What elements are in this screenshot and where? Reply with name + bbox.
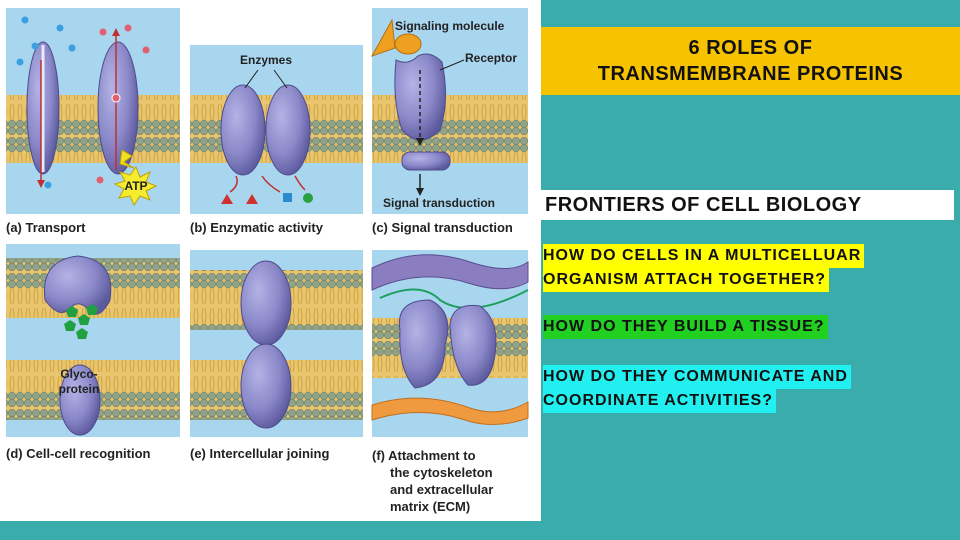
ion-icon xyxy=(96,176,104,184)
lightning-icon xyxy=(119,149,135,169)
solute-icon xyxy=(21,16,29,24)
pump-arrowhead xyxy=(112,28,120,36)
panel-e-joining xyxy=(190,250,363,437)
slide-title-line2: TRANSMEMBRANE PROTEINS xyxy=(597,63,904,85)
reaction-arrow xyxy=(261,175,281,193)
ion-icon xyxy=(142,46,150,54)
panel-a-caption: (a) Transport xyxy=(6,220,86,235)
enzyme-right xyxy=(265,84,311,176)
question-communicate: HOW DO THEY COMMUNICATE AND COORDINATE A… xyxy=(543,365,851,413)
reaction-arrow xyxy=(294,175,306,191)
panel-b-enzymatic: Enzymes xyxy=(190,45,363,214)
microfilament xyxy=(379,288,529,309)
ion-icon xyxy=(99,28,107,36)
enzymes-label: Enzymes xyxy=(240,53,292,67)
solute-icon xyxy=(44,181,52,189)
solute-icon xyxy=(68,44,76,52)
enzymes-pointer xyxy=(244,69,259,89)
solute-icon xyxy=(16,58,24,66)
enzymes-pointer xyxy=(273,69,288,89)
panel-f-attachment: (f) Attachment to the cytoskeleton and e… xyxy=(371,250,529,514)
receptor-pointer xyxy=(439,59,465,71)
intermediate-icon xyxy=(283,193,292,202)
question-tissue: HOW DO THEY BUILD A TISSUE? xyxy=(543,315,828,339)
receptor-label: Receptor xyxy=(465,51,517,65)
question-attach-line2: ORGANISM ATTACH TOGETHER? xyxy=(543,268,830,292)
ion-icon xyxy=(124,24,132,32)
figure-drawing: ATP Enzymes xyxy=(6,8,529,514)
panel-f-caption-line4: matrix (ECM) xyxy=(390,499,470,514)
junction-protein-bottom xyxy=(240,343,292,429)
panel-a-transport: ATP xyxy=(6,8,180,214)
slide-title-line1: 6 ROLES OF xyxy=(688,37,813,59)
junction-protein-top xyxy=(240,260,292,346)
membrane-protein-figure: ATP Enzymes xyxy=(0,0,541,521)
question-tissue-line1: HOW DO THEY BUILD A TISSUE? xyxy=(543,315,828,339)
panel-c-signal: Signaling molecule Receptor Signal trans… xyxy=(370,8,528,214)
slide-subtitle: FRONTIERS OF CELL BIOLOGY xyxy=(541,190,954,220)
substrate-icon xyxy=(246,194,258,204)
atp-label: ATP xyxy=(124,179,147,193)
bound-ion-icon xyxy=(111,93,121,103)
solute-icon xyxy=(31,42,39,50)
question-communicate-line1: HOW DO THEY COMMUNICATE AND xyxy=(543,365,851,389)
glycoprotein-label-line1: Glyco- xyxy=(60,367,97,381)
carbohydrate-chain-icon xyxy=(64,304,98,339)
substrate-icon xyxy=(221,194,233,204)
signal-transduction-label: Signal transduction xyxy=(383,196,495,210)
panel-b-caption: (b) Enzymatic activity xyxy=(190,220,323,235)
question-attach: HOW DO CELLS IN A MULTICELLUAR ORGANISM … xyxy=(543,244,865,292)
relay-protein xyxy=(401,151,451,171)
panel-c-caption: (c) Signal transduction xyxy=(372,220,513,235)
solute-icon xyxy=(56,24,64,32)
panel-d-recognition: Glyco- protein xyxy=(6,244,180,437)
glycoprotein xyxy=(59,364,101,436)
question-attach-line1: HOW DO CELLS IN A MULTICELLUAR xyxy=(543,244,865,268)
panel-c-membrane xyxy=(372,95,528,163)
glycoprotein-label-line2: protein xyxy=(59,382,100,396)
signaling-molecule-icon xyxy=(394,33,422,55)
panel-f-caption-line2: the cytoskeleton xyxy=(390,465,493,480)
product-icon xyxy=(303,193,313,203)
transduction-arrowhead xyxy=(416,188,424,196)
signal-arrowhead xyxy=(416,138,424,146)
signaling-molecule-label: Signaling molecule xyxy=(395,19,505,33)
panel-f-caption-line3: and extracellular xyxy=(390,482,493,497)
cytoskeleton-fiber xyxy=(371,254,529,291)
reaction-arrow xyxy=(229,175,238,193)
slide-title: 6 ROLES OF TRANSMEMBRANE PROTEINS xyxy=(541,27,960,95)
atp-burst-icon xyxy=(113,165,158,207)
integrin-protein-left xyxy=(398,299,449,389)
signaling-molecule-icon xyxy=(370,18,396,57)
transport-arrowhead xyxy=(37,180,45,188)
panel-f-caption-line1: (f) Attachment to xyxy=(372,448,476,463)
panel-d-caption: (d) Cell-cell recognition xyxy=(6,446,151,461)
panel-e-caption: (e) Intercellular joining xyxy=(190,446,330,461)
ecm-fiber xyxy=(371,397,529,426)
integrin-protein-right xyxy=(449,304,497,386)
question-communicate-line2: COORDINATE ACTIVITIES? xyxy=(543,389,776,413)
enzyme-left xyxy=(220,84,266,176)
receptor-protein xyxy=(394,53,447,141)
pump-protein xyxy=(97,41,139,175)
